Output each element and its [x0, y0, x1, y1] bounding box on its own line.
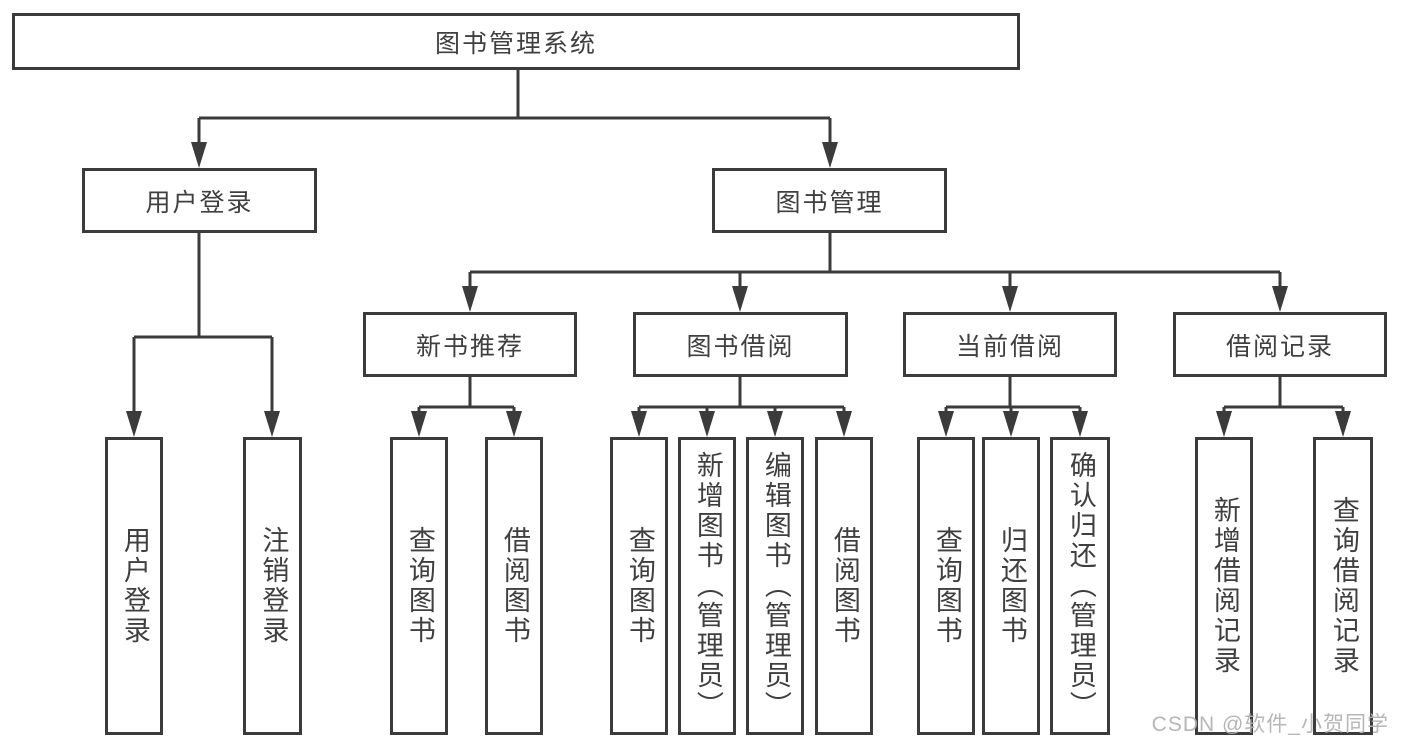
arrowhead-icon [836, 411, 852, 437]
arrowhead-icon [1002, 286, 1018, 312]
node-label: 借阅图书 [499, 526, 530, 646]
arrowhead-icon [1216, 411, 1232, 437]
node-label: 借阅记录 [1225, 332, 1334, 361]
node-label: 用户登录 [119, 526, 150, 646]
node-new-book-recommendation: 新书推荐 [363, 312, 577, 377]
node-label: 查询图书 [404, 526, 435, 646]
arrowhead-icon [1272, 286, 1288, 312]
node-label: 用户登录 [145, 188, 254, 217]
arrowhead-icon [191, 142, 207, 168]
node-leaf-query-books-recommend: 查询图书 [390, 437, 448, 735]
arrowhead-icon [938, 411, 954, 437]
node-borrowing-records: 借阅记录 [1173, 312, 1387, 377]
node-book-borrowing: 图书借阅 [633, 312, 848, 377]
node-label: 图书借阅 [686, 332, 795, 361]
node-label: 查询图书 [624, 526, 655, 646]
node-label: 新增图书（管理员） [692, 451, 723, 721]
node-user-login: 用户登录 [82, 168, 317, 233]
arrowhead-icon [1072, 411, 1088, 437]
node-leaf-logout: 注销登录 [243, 437, 302, 735]
node-leaf-query-borrow-record: 查询借阅记录 [1313, 437, 1373, 735]
arrowhead-icon [126, 411, 142, 437]
node-leaf-query-books-borrow: 查询图书 [610, 437, 668, 735]
node-leaf-borrow-books-recommend: 借阅图书 [485, 437, 543, 735]
node-leaf-add-books-admin: 新增图书（管理员） [678, 437, 736, 735]
node-leaf-query-books-current: 查询图书 [917, 437, 975, 735]
node-label: 确认归还（管理员） [1065, 451, 1096, 721]
node-leaf-add-borrow-record: 新增借阅记录 [1195, 437, 1253, 735]
node-label: 图书管理 [775, 188, 884, 217]
node-label: 图书管理系统 [434, 29, 597, 58]
arrowhead-icon [462, 286, 478, 312]
arrowhead-icon [732, 286, 748, 312]
node-leaf-confirm-return-admin: 确认归还（管理员） [1050, 437, 1110, 735]
node-library-management-system: 图书管理系统 [12, 13, 1020, 70]
node-label: 查询借阅记录 [1328, 496, 1359, 676]
arrowhead-icon [631, 411, 647, 437]
node-current-borrowing: 当前借阅 [903, 312, 1117, 377]
node-label: 查询图书 [931, 526, 962, 646]
node-leaf-user-login: 用户登录 [105, 437, 163, 735]
arrowhead-icon [411, 411, 427, 437]
arrowhead-icon [822, 142, 838, 168]
node-label: 注销登录 [258, 526, 289, 646]
arrowhead-icon [767, 411, 783, 437]
node-label: 新书推荐 [415, 332, 524, 361]
arrowhead-icon [699, 411, 715, 437]
csdn-watermark: CSDN @软件_小贺同学 [1151, 713, 1389, 736]
arrowhead-icon [1003, 411, 1019, 437]
node-label: 当前借阅 [955, 332, 1064, 361]
arrowhead-icon [1335, 411, 1351, 437]
node-label: 归还图书 [996, 526, 1027, 646]
node-label: 新增借阅记录 [1209, 496, 1240, 676]
arrowhead-icon [506, 411, 522, 437]
node-leaf-return-books: 归还图书 [982, 437, 1040, 735]
arrowhead-icon [264, 411, 280, 437]
node-label: 借阅图书 [829, 526, 860, 646]
node-leaf-edit-books-admin: 编辑图书（管理员） [746, 437, 804, 735]
node-label: 编辑图书（管理员） [760, 451, 791, 721]
node-book-management: 图书管理 [712, 168, 947, 233]
node-leaf-borrow-books: 借阅图书 [815, 437, 873, 735]
